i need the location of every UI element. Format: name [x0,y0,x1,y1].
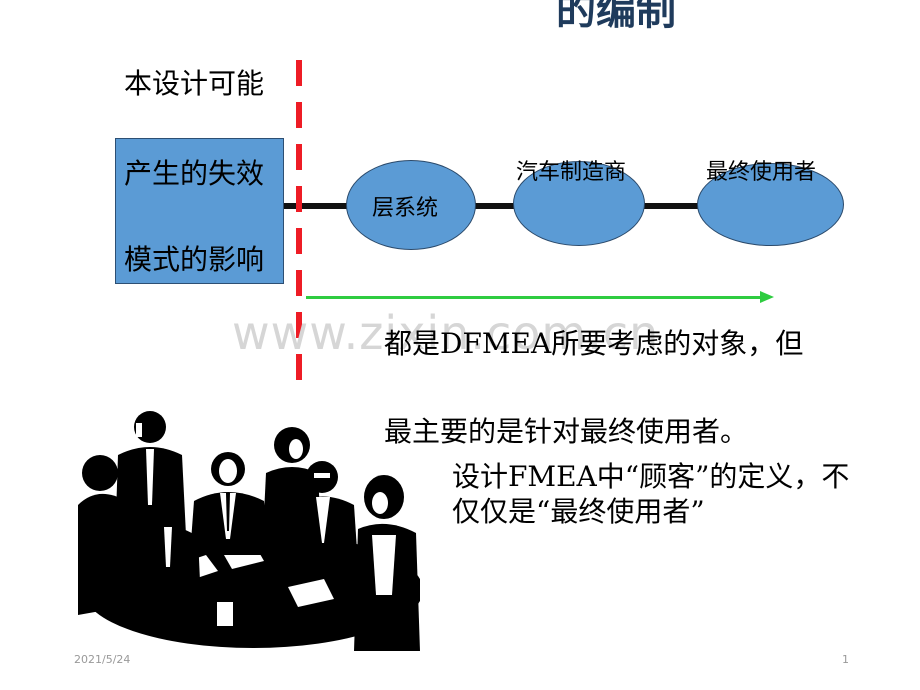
node-manufacturer [513,161,645,246]
node-subsystem-label: 层系统 [372,196,439,221]
label-may-cause: 本设计可能 [124,67,265,100]
body-text-line-3: 设计FMEA中“顾客”的定义，不 [452,460,850,493]
watermark: www.zixin.com.cn [232,306,660,360]
node-subsystem [346,160,476,250]
footer-date: 2021/5/24 [74,653,131,666]
business-meeting-illustration [78,411,420,651]
slide-title: 的编制 [556,0,676,34]
failure-mode-box-line2: 模式的影响 [124,243,265,276]
page-number: 1 [842,653,849,666]
body-text-line-1: 都是DFMEA所要考虑的对象，但 [384,327,804,360]
connector-line [284,203,699,209]
node-manufacturer-label: 汽车制造商 [516,160,627,185]
scope-arrow-head-icon [760,291,774,303]
scope-arrow-line [306,296,762,299]
body-text-line-2: 最主要的是针对最终使用者。 [384,415,749,448]
node-end-user-label: 最终使用者 [706,160,817,185]
divider-dashed-line [296,60,302,390]
body-text-line-4: 仅仅是“最终使用者” [452,495,705,528]
node-end-user [697,163,844,246]
failure-mode-box [115,138,284,284]
failure-mode-box-line1: 产生的失效 [124,157,265,190]
